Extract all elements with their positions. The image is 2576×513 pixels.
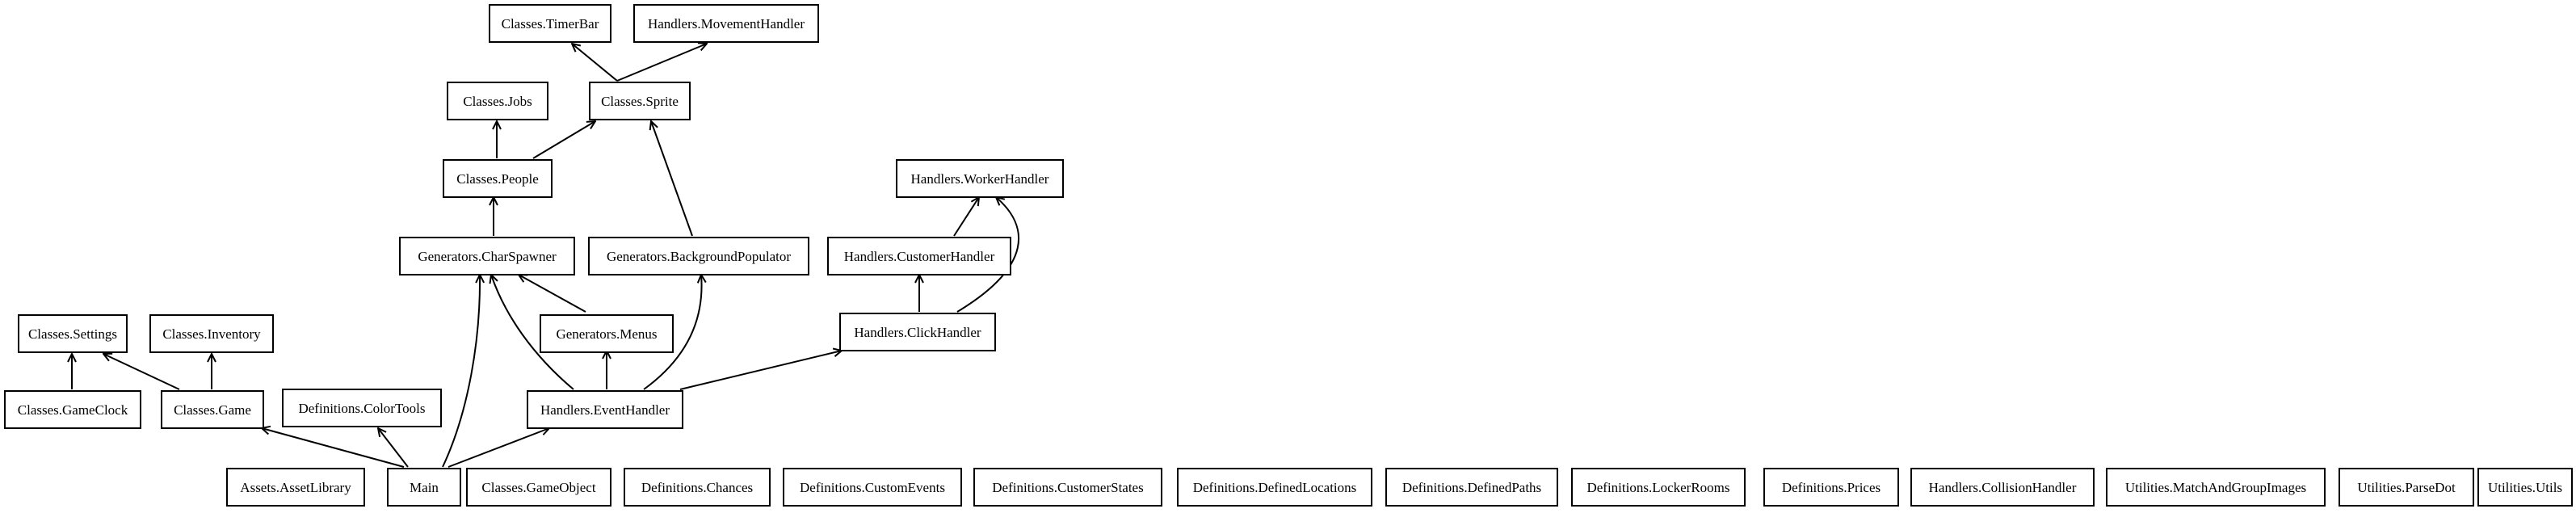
node-label: Generators.CharSpawner <box>418 249 557 264</box>
node-utilities-utils: Utilities.Utils <box>2477 468 2573 507</box>
node-label: Generators.Menus <box>556 326 657 342</box>
node-classes-game: Classes.Game <box>161 390 264 429</box>
node-label: Definitions.DefinedPaths <box>1402 480 1541 495</box>
node-label: Main <box>410 480 439 495</box>
node-handlers-clickhandler: Handlers.ClickHandler <box>839 313 996 351</box>
node-label: Classes.Game <box>174 402 251 418</box>
node-classes-jobs: Classes.Jobs <box>447 82 548 120</box>
node-label: Definitions.CustomEvents <box>800 480 945 495</box>
node-label: Definitions.ColorTools <box>298 401 425 416</box>
node-classes-inventory: Classes.Inventory <box>149 314 274 353</box>
node-utilities-matchandgroupimages: Utilities.MatchAndGroupImages <box>2106 468 2326 507</box>
node-label: Classes.GameClock <box>18 402 128 418</box>
edge-people-sprite <box>532 121 595 159</box>
node-definitions-lockerrooms: Definitions.LockerRooms <box>1571 468 1746 507</box>
node-label: Generators.BackgroundPopulator <box>607 249 791 264</box>
node-definitions-prices: Definitions.Prices <box>1763 468 1899 507</box>
node-generators-backgroundpopulator: Generators.BackgroundPopulator <box>588 237 809 275</box>
node-generators-charspawner: Generators.CharSpawner <box>399 237 575 275</box>
edge-main-game <box>262 428 405 468</box>
node-handlers-eventhandler: Handlers.EventHandler <box>527 390 683 429</box>
node-definitions-customerstates: Definitions.CustomerStates <box>973 468 1162 507</box>
edge-menus-charspawner <box>519 275 586 313</box>
edge-main-charspawner <box>442 275 480 468</box>
node-label: Utilities.Utils <box>2488 480 2562 495</box>
node-handlers-collisionhandler: Handlers.CollisionHandler <box>1910 468 2095 507</box>
edge-event-charspawner <box>491 275 574 390</box>
node-handlers-customerhandler: Handlers.CustomerHandler <box>827 237 1011 275</box>
node-definitions-definedlocations: Definitions.DefinedLocations <box>1177 468 1372 507</box>
node-classes-people: Classes.People <box>443 159 553 198</box>
nodes-group: Classes.TimerBar Handlers.MovementHandle… <box>4 4 2573 507</box>
node-label: Classes.Sprite <box>601 94 679 109</box>
node-classes-gameobject: Classes.GameObject <box>466 468 611 507</box>
edge-customer-worker <box>953 197 979 237</box>
node-label: Utilities.ParseDot <box>2357 480 2456 495</box>
edge-sprite-movement <box>616 44 707 82</box>
node-label: Handlers.ClickHandler <box>854 325 981 340</box>
node-label: Definitions.LockerRooms <box>1586 480 1729 495</box>
edge-event-bgpop <box>643 275 702 390</box>
edge-main-event <box>448 428 549 468</box>
node-definitions-definedpaths: Definitions.DefinedPaths <box>1385 468 1558 507</box>
node-label: Assets.AssetLibrary <box>240 480 351 495</box>
node-classes-gameclock: Classes.GameClock <box>4 390 141 429</box>
node-definitions-colortools: Definitions.ColorTools <box>282 389 442 427</box>
node-main: Main <box>387 468 461 507</box>
node-label: Handlers.CustomerHandler <box>844 249 995 264</box>
edge-event-click <box>679 351 842 390</box>
edge-sprite-timerbar <box>572 44 618 82</box>
node-handlers-movementhandler: Handlers.MovementHandler <box>633 4 819 43</box>
node-label: Handlers.CollisionHandler <box>1929 480 2077 495</box>
node-assets-assetlibrary: Assets.AssetLibrary <box>226 468 365 507</box>
node-label: Classes.GameObject <box>481 480 595 495</box>
node-label: Definitions.DefinedLocations <box>1193 480 1357 495</box>
node-label: Utilities.MatchAndGroupImages <box>2125 480 2306 495</box>
node-classes-timerbar: Classes.TimerBar <box>489 4 611 43</box>
node-label: Classes.People <box>456 171 539 187</box>
node-definitions-chances: Definitions.Chances <box>624 468 771 507</box>
node-classes-sprite: Classes.Sprite <box>589 82 691 120</box>
edge-game-settings <box>103 354 180 390</box>
node-label: Classes.Settings <box>28 326 117 342</box>
node-utilities-parsedot: Utilities.ParseDot <box>2339 468 2474 507</box>
node-label: Handlers.MovementHandler <box>648 16 805 32</box>
node-label: Classes.Jobs <box>463 94 532 109</box>
node-classes-settings: Classes.Settings <box>18 314 128 353</box>
node-label: Definitions.Chances <box>641 480 753 495</box>
node-label: Classes.Inventory <box>162 326 261 342</box>
node-label: Classes.TimerBar <box>502 16 599 32</box>
node-label: Definitions.Prices <box>1782 480 1881 495</box>
edge-bgpop-sprite <box>651 121 693 237</box>
node-label: Handlers.EventHandler <box>540 402 670 418</box>
node-handlers-workerhandler: Handlers.WorkerHandler <box>896 159 1064 198</box>
node-label: Handlers.WorkerHandler <box>911 171 1049 187</box>
node-generators-menus: Generators.Menus <box>540 314 674 353</box>
edge-click-worker <box>956 197 1020 313</box>
node-definitions-customevents: Definitions.CustomEvents <box>783 468 962 507</box>
edges-group <box>72 44 1020 468</box>
edge-main-colortools <box>378 428 409 468</box>
node-label: Definitions.CustomerStates <box>992 480 1143 495</box>
